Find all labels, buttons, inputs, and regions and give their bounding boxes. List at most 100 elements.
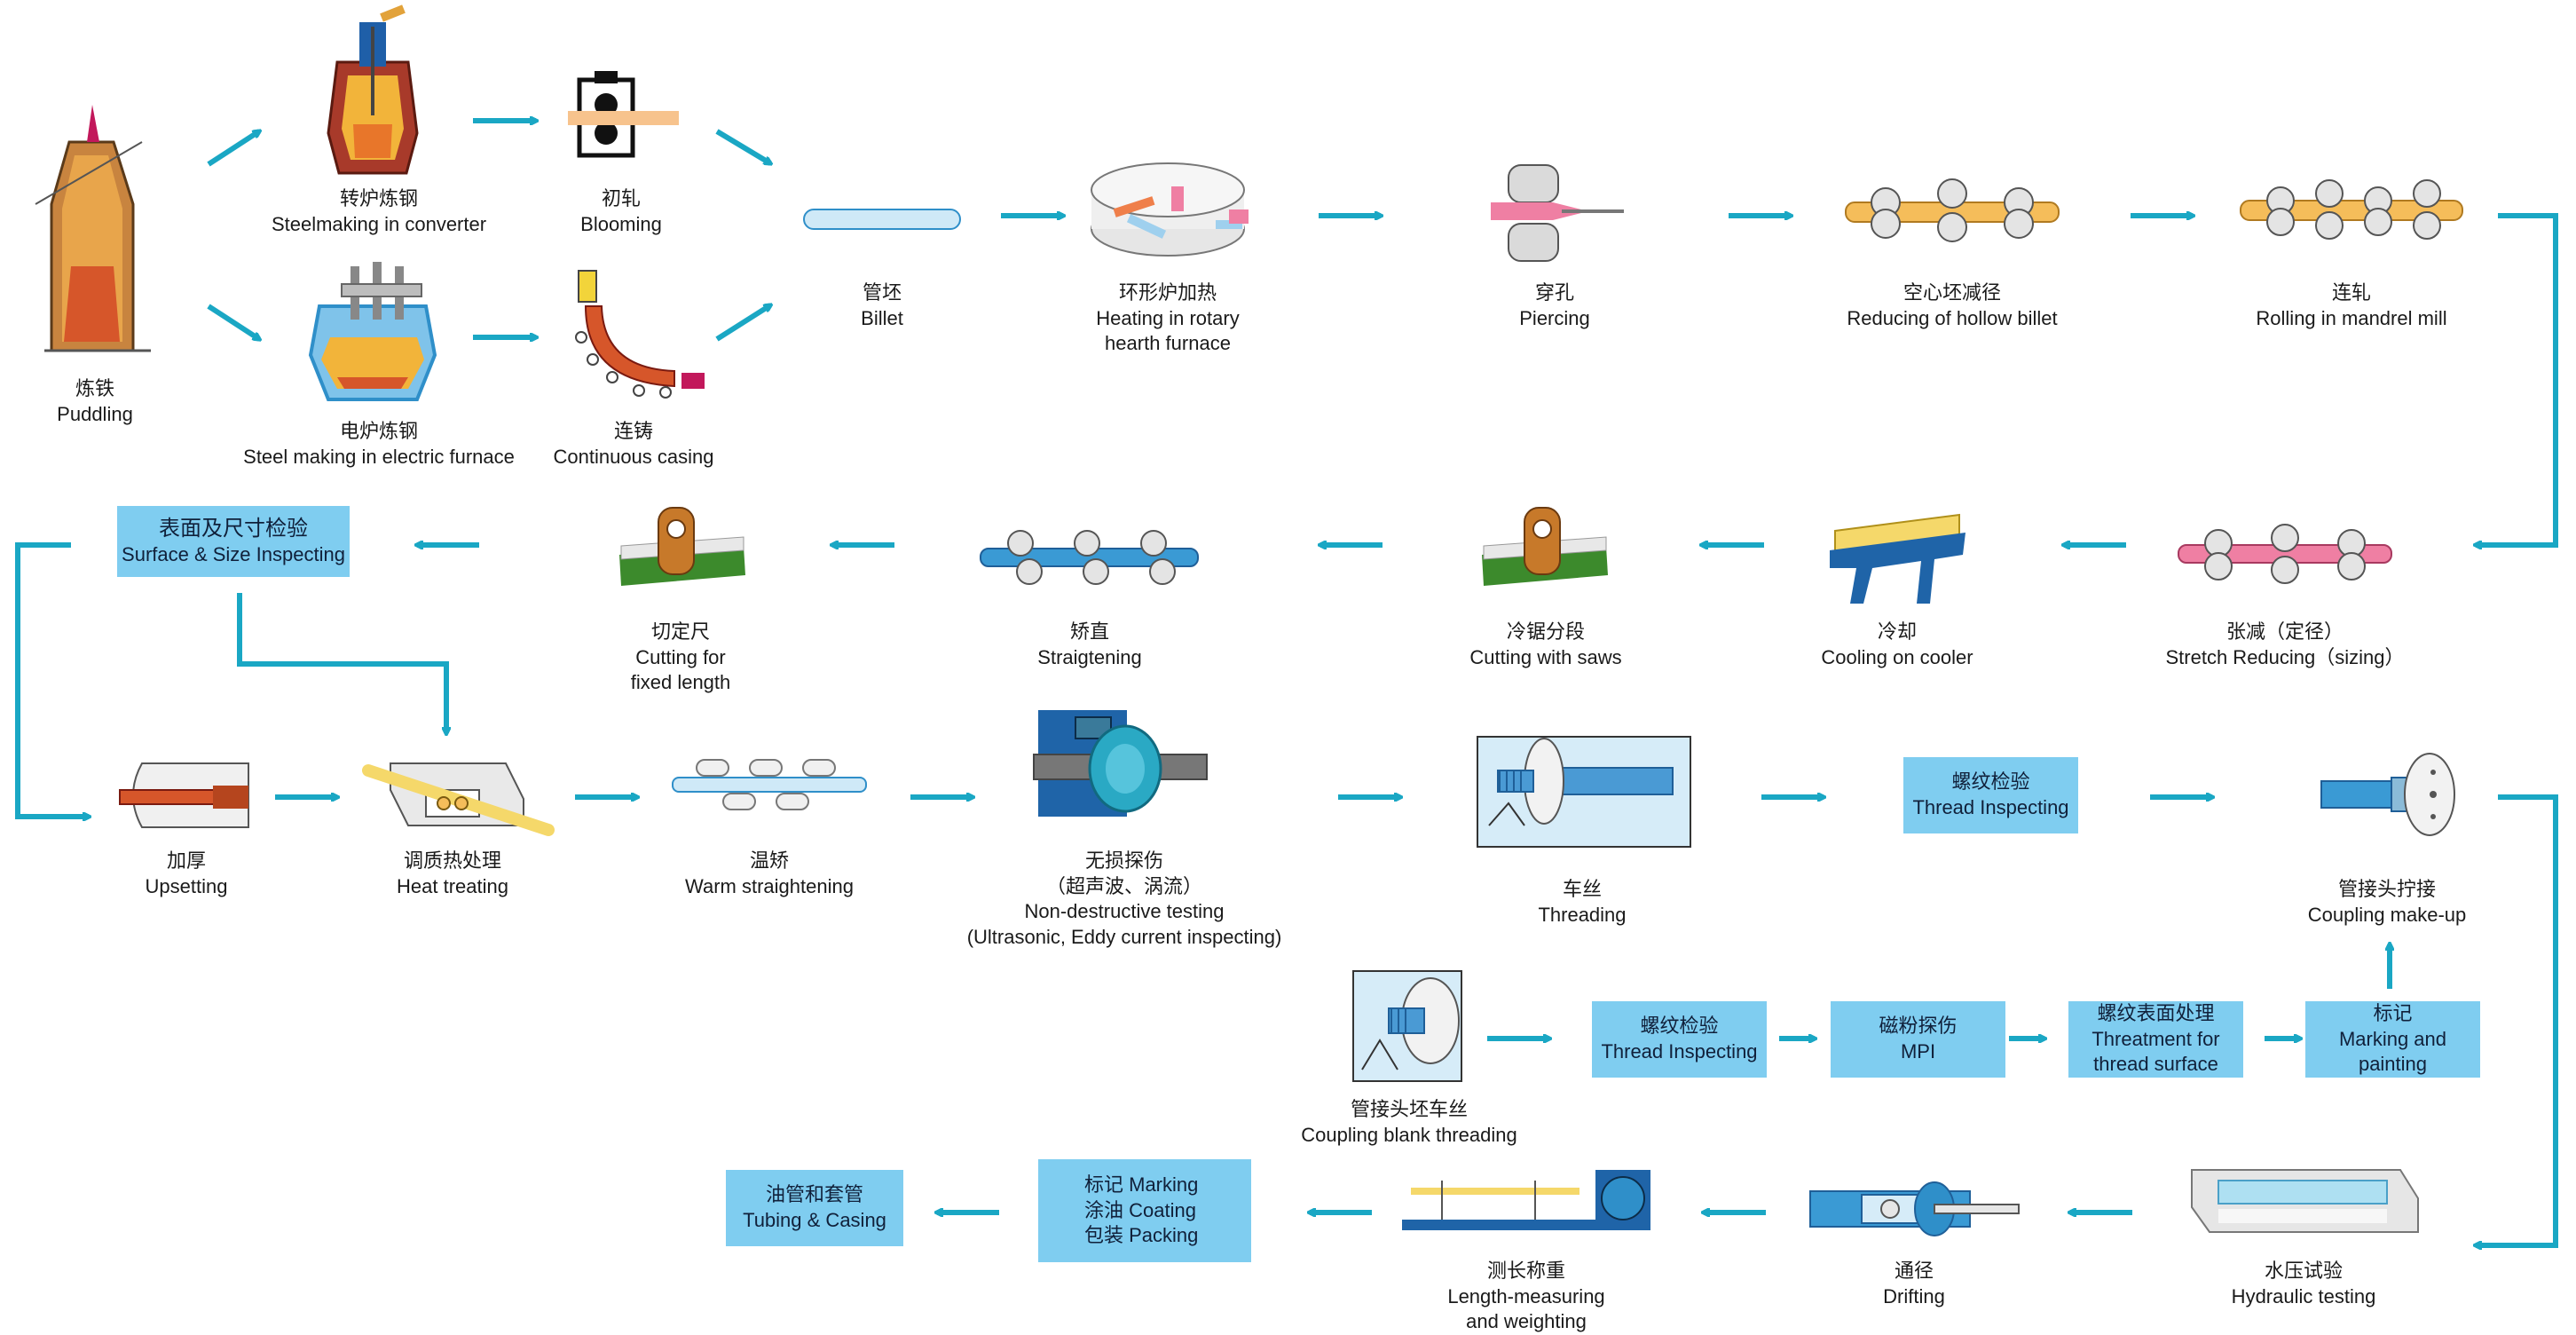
step-cn-label: 连轧 [2331, 281, 2371, 304]
box-en-label: Threatment for [2092, 1027, 2220, 1050]
box-en-label: MPI [1900, 1040, 1936, 1062]
step-coupling-blank: 管接头坯车丝 Coupling blank threading [1301, 1097, 1516, 1148]
arrow-blooming-billet [715, 129, 770, 163]
blast-furnace-icon [35, 105, 151, 352]
step-en-label: Steel making in electric furnace [243, 445, 515, 468]
mandrel-mill-icon [2240, 179, 2463, 240]
box-tubing-casing: 油管和套管 Tubing & Casing [726, 1170, 903, 1246]
step-cn-sublabel: （超声波、涡流） [1045, 874, 1202, 897]
step-threading: 车丝 Threading [1538, 877, 1626, 928]
arrow-makeup-hydraulic [2476, 794, 2558, 1245]
step-en-label: Drifting [1883, 1284, 1945, 1307]
step-hydraulic: 水压试验 Hydraulic testing [2232, 1259, 2376, 1309]
step-cn-label: 通径 [1894, 1260, 1934, 1282]
step-ndt: 无损探伤 （超声波、涡流） Non-destructive testing (U… [967, 849, 1282, 950]
fixed-length-saw-icon [619, 507, 745, 586]
box-surface-inspecting: 表面及尺寸检验 Surface & Size Inspecting [117, 506, 350, 577]
coupling-blank-lathe-icon [1352, 970, 1462, 1082]
cold-saw-icon [1482, 507, 1608, 586]
step-converter: 转炉炼钢 Steelmaking in converter [272, 186, 486, 237]
step-cn-label: 环形炉加热 [1118, 281, 1217, 304]
step-cn-label: 冷锯分段 [1506, 620, 1585, 643]
box-en-label: Marking and [2338, 1027, 2447, 1050]
converter-icon [327, 4, 419, 175]
cooling-bed-icon [1830, 513, 1965, 604]
ndt-tester-icon [1033, 710, 1208, 817]
step-warm: 温矫 Warm straightening [685, 849, 854, 899]
box-row-label: 包装 Packing [1084, 1224, 1199, 1247]
step-cn-label: 转炉炼钢 [339, 187, 418, 209]
step-coupling-makeup: 管接头拧接 Coupling make-up [2308, 877, 2467, 928]
box-en-label: Thread Inspecting [1601, 1040, 1758, 1062]
step-mandrel: 连轧 Rolling in mandrel mill [2256, 280, 2446, 331]
blooming-mill-icon [568, 71, 679, 158]
box-en-label: thread surface [2093, 1053, 2218, 1076]
step-en-label: Hydraulic testing [2231, 1284, 2376, 1307]
billet-icon [803, 209, 961, 230]
step-cn-label: 切定尺 [650, 620, 710, 643]
step-reducing: 空心坯减径 Reducing of hollow billet [1847, 280, 2057, 331]
step-en-label: Non-destructive testing [1024, 900, 1225, 923]
step-electric: 电炉炼钢 Steel making in electric furnace [243, 419, 515, 470]
box-thread-surface: 螺纹表面处理 Threatment for thread surface [2068, 1001, 2243, 1078]
upsetting-die-icon [119, 762, 249, 828]
step-en-label: Rolling in mandrel mill [2256, 306, 2447, 329]
step-en-label: Piercing [1519, 306, 1590, 329]
box-cn-label: 标记 [2373, 1002, 2413, 1025]
step-en-label: Cutting with saws [1469, 645, 1622, 668]
arrow-surface-heattreat [237, 593, 446, 733]
coupling-makeup-icon [2320, 753, 2455, 836]
step-en-label: Upsetting [145, 874, 228, 897]
step-en-label: Stretch Reducing（sizing） [2165, 645, 2405, 668]
step-cn-label: 空心坯减径 [1902, 281, 2002, 304]
step-en-label: Blooming [580, 212, 662, 235]
box-cn-label: 螺纹检验 [1640, 1015, 1719, 1038]
step-cn-label: 水压试验 [2264, 1260, 2344, 1282]
step-cn-label: 电炉炼钢 [339, 420, 419, 442]
step-cn-label: 无损探伤 [1084, 849, 1163, 872]
box-cn-label: 磁粉探伤 [1879, 1015, 1958, 1038]
step-en-label: Heat treating [397, 874, 508, 897]
drifting-icon [1809, 1181, 2020, 1236]
step-en-label: fixed length [630, 671, 731, 694]
box-cn-label: 油管和套管 [765, 1183, 863, 1206]
step-cn-label: 炼铁 [75, 377, 115, 399]
box-en-label: Surface & Size Inspecting [122, 543, 345, 566]
rotary-furnace-icon [1091, 162, 1249, 257]
step-cn-label: 车丝 [1562, 878, 1603, 900]
step-en-label: Straigtening [1037, 645, 1142, 668]
step-en-label: Coupling make-up [2307, 903, 2467, 926]
warm-straightener-icon [672, 759, 867, 810]
step-cn-label: 张减（定径） [2225, 620, 2344, 643]
piercing-mill-icon [1491, 164, 1624, 262]
step-cn-label: 冷却 [1877, 620, 1918, 643]
step-en-sublabel: (Ultrasonic, Eddy current inspecting) [966, 925, 1282, 948]
arrow-casting-billet [715, 305, 770, 342]
step-en-label: Billet [861, 306, 903, 329]
step-cn-label: 穿孔 [1534, 281, 1575, 304]
step-cn-label: 管坯 [862, 281, 902, 304]
step-en-label: Length-measuring [1447, 1284, 1605, 1307]
step-blooming: 初轧 Blooming [580, 186, 662, 237]
step-cooling: 冷却 Cooling on cooler [1821, 620, 1973, 670]
box-cn-label: 表面及尺寸检验 [159, 517, 308, 541]
arrow-surface-upsetting [15, 542, 89, 817]
step-cn-label: 管接头坯车丝 [1350, 1098, 1468, 1120]
box-thread-inspecting-1: 螺纹检验 Thread Inspecting [1903, 757, 2078, 833]
step-cn-label: 加厚 [166, 849, 207, 872]
step-cn-label: 管接头拧接 [2337, 878, 2437, 900]
box-row-label: 标记 Marking [1084, 1173, 1199, 1197]
step-cn-label: 连铸 [613, 420, 654, 442]
step-saws: 冷锯分段 Cutting with saws [1469, 620, 1621, 670]
box-en-label: painting [2358, 1053, 2428, 1076]
length-weighing-icon [1402, 1170, 1650, 1230]
step-fixed: 切定尺 Cutting for fixed length [631, 620, 731, 696]
box-mpi: 磁粉探伤 MPI [1831, 1001, 2005, 1078]
step-cn-label: 调质热处理 [403, 849, 501, 872]
step-heattreat: 调质热处理 Heat treating [397, 849, 508, 899]
step-en-label: Heating in rotary [1096, 306, 1240, 329]
box-en-label: Thread Inspecting [1912, 796, 2069, 818]
step-en-label: Coupling blank threading [1301, 1123, 1517, 1146]
step-rotary: 环形炉加热 Heating in rotary hearth furnace [1096, 280, 1239, 357]
